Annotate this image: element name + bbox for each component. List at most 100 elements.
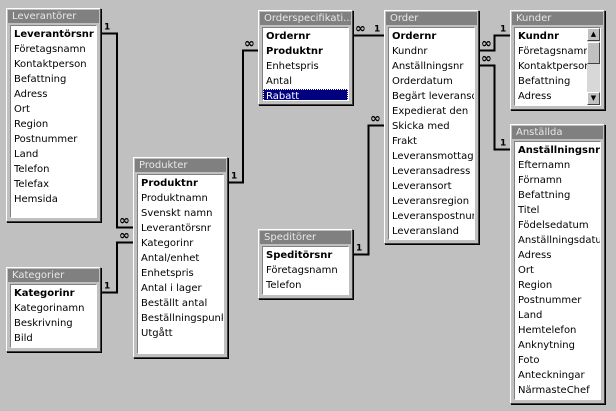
- field-item[interactable]: Rabatt: [263, 89, 348, 100]
- field-item[interactable]: Befattning: [518, 190, 571, 201]
- field-item[interactable]: Telefon: [266, 280, 302, 291]
- field-item[interactable]: Produktnr: [266, 46, 323, 57]
- field-item[interactable]: Region: [518, 280, 553, 291]
- field-item[interactable]: Antal: [266, 76, 293, 87]
- relationship-line[interactable]: [101, 241, 133, 294]
- relationship-line[interactable]: [228, 49, 258, 184]
- field-item[interactable]: Kategorinr: [141, 238, 194, 249]
- table-title[interactable]: Kunder: [512, 12, 603, 25]
- field-item[interactable]: Kategorinamn: [14, 303, 85, 314]
- field-item[interactable]: Företagsnamn: [266, 265, 338, 276]
- field-item[interactable]: Anteckningar: [518, 370, 585, 381]
- field-item[interactable]: Leveranspostnum: [392, 211, 474, 222]
- field-item[interactable]: Leveransland: [392, 226, 459, 237]
- field-item[interactable]: Adress: [518, 91, 552, 102]
- relationship-line[interactable]: [353, 124, 384, 256]
- field-item[interactable]: Orderdatum: [392, 76, 453, 87]
- field-item[interactable]: Kontaktperson: [14, 59, 87, 70]
- field-item[interactable]: Ort: [14, 104, 30, 115]
- field-item[interactable]: Efternamn: [518, 160, 571, 171]
- field-item[interactable]: Beställt antal: [141, 298, 208, 309]
- field-item[interactable]: Förnamn: [518, 175, 562, 186]
- relationship-line[interactable]: [479, 64, 510, 151]
- field-item[interactable]: Antal/enhet: [141, 253, 200, 264]
- field-item[interactable]: Företagsnamn: [14, 44, 86, 55]
- field-item[interactable]: Beskrivning: [14, 318, 73, 329]
- field-item[interactable]: Ort: [518, 265, 534, 276]
- table-title[interactable]: Speditörer: [260, 231, 351, 244]
- field-item[interactable]: Telefon: [14, 164, 50, 175]
- field-item[interactable]: Hemsida: [14, 194, 58, 205]
- vertical-scrollbar[interactable]: ▲ ▼: [587, 28, 600, 105]
- field-item[interactable]: Svenskt namn: [141, 208, 213, 219]
- field-item[interactable]: Leveransadress: [392, 166, 471, 177]
- field-item[interactable]: Kundnr: [518, 31, 560, 42]
- table-title[interactable]: Anställda: [512, 126, 603, 139]
- field-item[interactable]: Adress: [518, 250, 552, 261]
- field-item[interactable]: Speditörsnr: [266, 250, 333, 261]
- field-item[interactable]: Begärt leveransd: [392, 91, 474, 102]
- field-item[interactable]: Leveransort: [392, 181, 452, 192]
- field-item[interactable]: Postnummer: [518, 295, 582, 306]
- field-item[interactable]: Leveransregion: [392, 196, 470, 207]
- scroll-thumb[interactable]: [587, 42, 600, 64]
- field-item[interactable]: Leverantörsnr: [14, 29, 94, 40]
- field-item[interactable]: NärmasteChef: [518, 385, 590, 396]
- field-item[interactable]: Kontaktperson: [518, 61, 587, 72]
- field-item[interactable]: Enhetspris: [141, 268, 194, 279]
- field-item[interactable]: Anknytning: [518, 340, 575, 351]
- field-item[interactable]: Bild: [14, 333, 33, 344]
- field-item[interactable]: Utgått: [141, 328, 173, 339]
- field-item[interactable]: Land: [518, 310, 543, 321]
- field-item[interactable]: Anställningsnr: [392, 61, 464, 72]
- scroll-down-icon[interactable]: ▼: [587, 92, 600, 105]
- field-item[interactable]: Hemtelefon: [518, 325, 577, 336]
- field-item[interactable]: Expedierat den: [392, 106, 469, 117]
- field-item[interactable]: Land: [14, 149, 39, 160]
- field-item[interactable]: Kundnr: [392, 46, 428, 57]
- field-item[interactable]: Telefax: [14, 179, 50, 190]
- field-item[interactable]: Antal i lager: [141, 283, 202, 294]
- field-item[interactable]: Foto: [518, 355, 540, 366]
- field-item[interactable]: Anställningsdatum: [518, 235, 600, 246]
- field-item[interactable]: Befattning: [518, 76, 571, 87]
- table-title[interactable]: Order: [386, 12, 477, 25]
- field-item[interactable]: Födelsedatum: [518, 220, 589, 231]
- table-title[interactable]: Leverantörer: [8, 10, 99, 23]
- field-item[interactable]: Produktnamn: [141, 193, 208, 204]
- field-item[interactable]: Leverantörsnr: [141, 223, 212, 234]
- field-item[interactable]: Postnummer: [14, 134, 78, 145]
- field-item[interactable]: Beställningspunkt: [141, 313, 223, 324]
- scroll-up-icon[interactable]: ▲: [587, 28, 600, 41]
- field-item[interactable]: Anställningsnr: [518, 145, 600, 156]
- relationship-line[interactable]: [479, 34, 510, 52]
- field-item[interactable]: Befattning: [14, 74, 67, 85]
- field-item[interactable]: Titel: [518, 205, 540, 216]
- field-item[interactable]: Kategorinr: [14, 288, 75, 299]
- field-item[interactable]: Adress: [14, 89, 48, 100]
- field-item[interactable]: Produktnr: [141, 178, 198, 189]
- field-item[interactable]: Ordernr: [266, 31, 311, 42]
- field-item[interactable]: Region: [14, 119, 49, 130]
- field-item[interactable]: Leveransmottaga: [392, 151, 474, 162]
- field-item[interactable]: Ordernr: [392, 31, 437, 42]
- table-title[interactable]: Produkter: [135, 159, 226, 172]
- field-item[interactable]: Företagsnamn: [518, 46, 587, 57]
- field-item[interactable]: Frakt: [392, 136, 417, 147]
